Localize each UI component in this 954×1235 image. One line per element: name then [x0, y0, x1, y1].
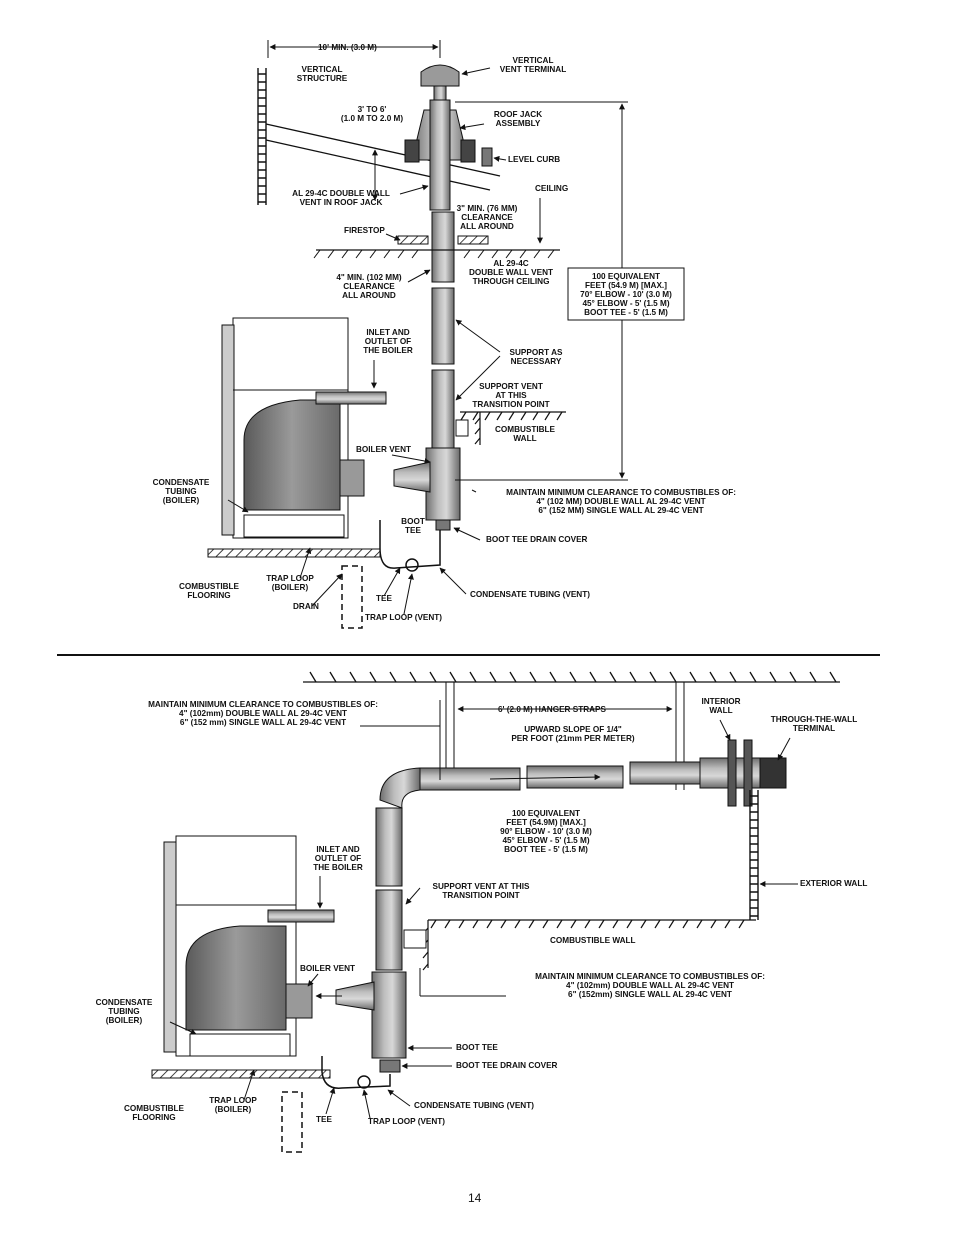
roof-jack-assembly [404, 109, 493, 167]
support-bracket [455, 419, 469, 437]
label-ceiling: CEILING [535, 184, 568, 193]
roof [265, 123, 501, 191]
boot-tee [393, 447, 461, 531]
vertical-structure [257, 68, 267, 205]
label-10ft-min: 10' MIN. (3.0 M) [318, 43, 377, 52]
leader-arrows [169, 67, 798, 1119]
label-firestop: FIRESTOP [344, 226, 385, 235]
label-tee-top: TEE [376, 594, 392, 603]
label-boiler-vent-bottom: BOILER VENT [300, 964, 355, 973]
ceiling-firestop [313, 235, 560, 259]
label-boot-tee-bottom: BOOT TEE [456, 1043, 498, 1052]
label-maintain-clearance-lower: MAINTAIN MINIMUM CLEARANCE TO COMBUSTIBL… [535, 972, 765, 999]
label-tee-bottom: TEE [316, 1115, 332, 1124]
combustible-flooring [207, 548, 381, 558]
exterior-wall [749, 790, 759, 920]
label-trap-loop-boiler-top: TRAP LOOP(BOILER) [266, 574, 314, 592]
trap-loops [341, 520, 441, 629]
equivalent-feet-box-top [567, 267, 685, 321]
label-level-curb: LEVEL CURB [508, 155, 560, 164]
label-boot-tee-drain-bottom: BOOT TEE DRAIN COVER [456, 1061, 558, 1070]
label-condensate-vent-top: CONDENSATE TUBING (VENT) [470, 590, 590, 599]
trap-loops-bottom [281, 1056, 391, 1153]
ceiling-bottom [303, 671, 840, 683]
vertical-pipe-bottom [335, 807, 407, 1073]
label-upward-slope: UPWARD SLOPE OF 1/4"PER FOOT (21mm PER M… [511, 725, 635, 743]
label-boiler-vent-top: BOILER VENT [356, 445, 411, 454]
through-the-wall-terminal [699, 739, 787, 807]
label-trap-loop-vent-bottom: TRAP LOOP (VENT) [368, 1117, 445, 1126]
label-exterior-wall: EXTERIOR WALL [800, 879, 867, 888]
label-drain: DRAIN [293, 602, 319, 611]
page-number: 14 [468, 1191, 482, 1205]
label-hanger-straps: 6' (2.0 M) HANGER STRAPS [498, 705, 606, 714]
label-boot-tee-drain-top: BOOT TEE DRAIN COVER [486, 535, 588, 544]
label-3-to-6: 3' TO 6'(1.0 M TO 2.0 M) [341, 105, 403, 123]
boiler-bottom [163, 835, 335, 1057]
label-combustible-wall-bottom: COMBUSTIBLE WALL [550, 936, 636, 945]
horizontal-venting-diagram [151, 671, 840, 1153]
combustible-flooring-bottom [151, 1069, 331, 1079]
boiler-top [221, 317, 387, 539]
vertical-venting-diagram [207, 40, 685, 629]
vertical-vent-terminal [420, 64, 460, 101]
label-trap-loop-vent-top: TRAP LOOP (VENT) [365, 613, 442, 622]
labels-bottom: MAINTAIN MINIMUM CLEARANCE TO COMBUSTIBL… [96, 697, 868, 1126]
label-condensate-vent-bottom: CONDENSATE TUBING (VENT) [414, 1101, 534, 1110]
combustible-wall-top [460, 411, 566, 445]
label-maintain-clearance-top: MAINTAIN MINIMUM CLEARANCE TO COMBUSTIBL… [506, 488, 736, 515]
label-maintain-clearance-upper: MAINTAIN MINIMUM CLEARANCE TO COMBUSTIBL… [148, 700, 378, 727]
combustible-wall-bottom [422, 919, 756, 971]
label-trap-loop-boiler-bottom: TRAP LOOP(BOILER) [209, 1096, 257, 1114]
horizontal-vent-pipe [379, 761, 701, 809]
